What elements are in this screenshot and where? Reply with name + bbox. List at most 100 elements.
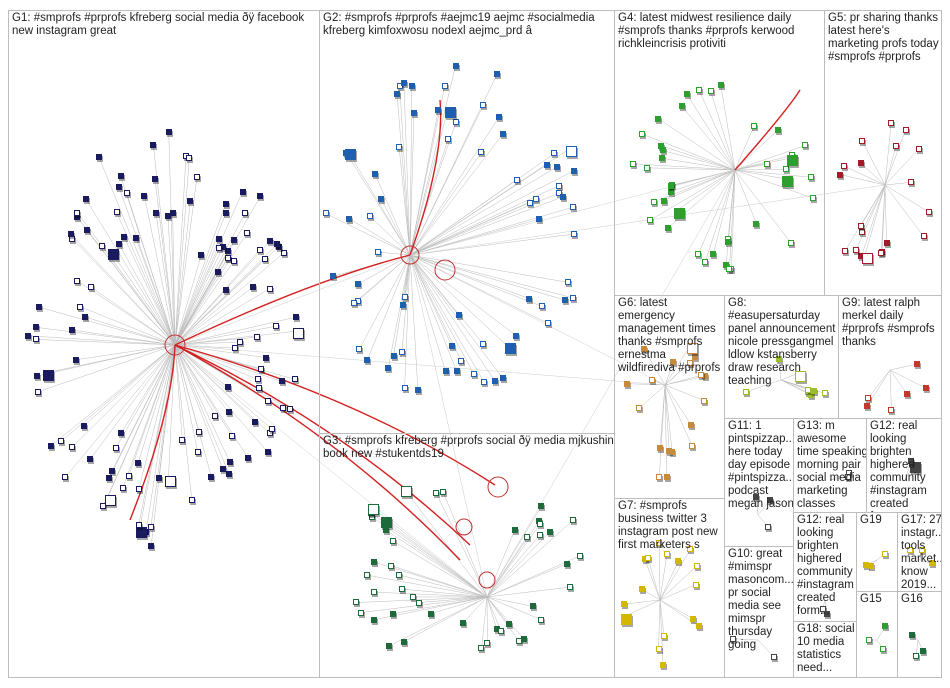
- network-node: [272, 323, 279, 330]
- edge: [864, 184, 886, 256]
- network-node: [669, 449, 676, 456]
- edge: [409, 65, 456, 256]
- edge: [367, 254, 411, 361]
- edge: [393, 541, 488, 598]
- network-node: [655, 646, 662, 653]
- edge: [462, 596, 488, 624]
- cluster-g12: G12: real looking brighten highered comm…: [793, 512, 857, 622]
- network-node: [212, 412, 219, 419]
- edge: [174, 344, 256, 423]
- edge: [884, 182, 912, 186]
- edge: [409, 152, 482, 256]
- edge: [174, 344, 216, 416]
- network-node: [448, 343, 455, 350]
- network-node: [364, 572, 371, 579]
- network-node: [42, 369, 54, 381]
- edge: [867, 369, 891, 399]
- cluster-label: G4: latest midwest resilience daily #smp…: [618, 12, 798, 50]
- edge: [409, 254, 485, 382]
- network-node: [399, 348, 405, 355]
- cluster-label: G7: #smprofs business twitter 3 instagra…: [618, 500, 721, 551]
- edge: [174, 287, 253, 346]
- network-node: [670, 359, 677, 366]
- edge: [486, 586, 570, 598]
- edge: [89, 344, 176, 460]
- edge: [641, 133, 736, 171]
- network-node: [255, 385, 262, 392]
- network-node: [169, 209, 176, 216]
- edge: [734, 169, 811, 178]
- network-node: [544, 161, 551, 168]
- network-node: [533, 196, 540, 203]
- cluster-g19: G19: [856, 512, 898, 592]
- network-node: [659, 147, 666, 154]
- edge: [139, 344, 176, 531]
- network-node: [358, 609, 365, 616]
- edge: [409, 254, 419, 390]
- network-node: [280, 250, 287, 257]
- edge: [174, 344, 193, 501]
- network-node: [380, 516, 392, 528]
- network-node: [687, 342, 699, 354]
- network-node: [810, 195, 817, 202]
- network-node: [188, 497, 195, 504]
- network-node: [743, 388, 750, 395]
- network-node: [135, 460, 141, 467]
- cluster-g5: G5: pr sharing thanks latest here's mark…: [824, 10, 942, 296]
- edge: [111, 344, 176, 472]
- self-loop: [455, 518, 473, 536]
- network-node: [155, 475, 162, 481]
- edge: [658, 599, 661, 650]
- network-node: [526, 295, 533, 302]
- edge: [664, 384, 668, 477]
- network-node: [444, 106, 456, 118]
- network-node: [225, 408, 232, 415]
- network-node: [565, 279, 572, 286]
- edge: [409, 207, 573, 256]
- network-node: [229, 433, 236, 440]
- network-node: [132, 234, 139, 241]
- cluster-label: G8: #easupersaturday panel announcement …: [728, 297, 839, 387]
- network-node: [264, 449, 271, 456]
- network-node: [383, 527, 390, 534]
- edge: [430, 596, 488, 614]
- network-node: [398, 586, 405, 593]
- edge: [664, 384, 673, 453]
- network-node: [914, 360, 921, 367]
- edge: [861, 140, 886, 186]
- edge: [174, 213, 246, 346]
- edge: [174, 344, 230, 474]
- network-node: [261, 255, 268, 262]
- network-node: [187, 197, 194, 204]
- edge: [45, 344, 176, 374]
- network-node: [663, 550, 670, 557]
- cluster-g9: G9: latest ralph merkel daily #prprofs #…: [838, 295, 942, 419]
- edge: [154, 178, 176, 346]
- network-node: [264, 397, 271, 404]
- edge: [659, 584, 696, 601]
- network-node: [453, 367, 460, 374]
- network-node: [555, 182, 562, 189]
- network-node: [692, 581, 699, 588]
- network-node: [355, 281, 362, 288]
- edge: [403, 82, 411, 256]
- edge: [734, 169, 814, 199]
- edge: [664, 384, 692, 425]
- edge: [174, 344, 496, 486]
- network-node: [643, 164, 650, 171]
- edge: [174, 249, 261, 346]
- network-node: [480, 102, 487, 109]
- network-node: [83, 226, 90, 233]
- cluster-g15: G15: [856, 591, 898, 678]
- network-node: [621, 601, 628, 608]
- edge: [734, 129, 779, 171]
- network-node: [350, 300, 357, 307]
- edge: [174, 252, 284, 346]
- cluster-g14: G13: m awesome time speaking morning pai…: [793, 418, 867, 513]
- edge: [174, 213, 226, 346]
- edge: [486, 563, 568, 598]
- network-node: [292, 328, 304, 340]
- network-node: [729, 635, 736, 642]
- edge: [727, 169, 736, 243]
- network-node: [375, 249, 382, 256]
